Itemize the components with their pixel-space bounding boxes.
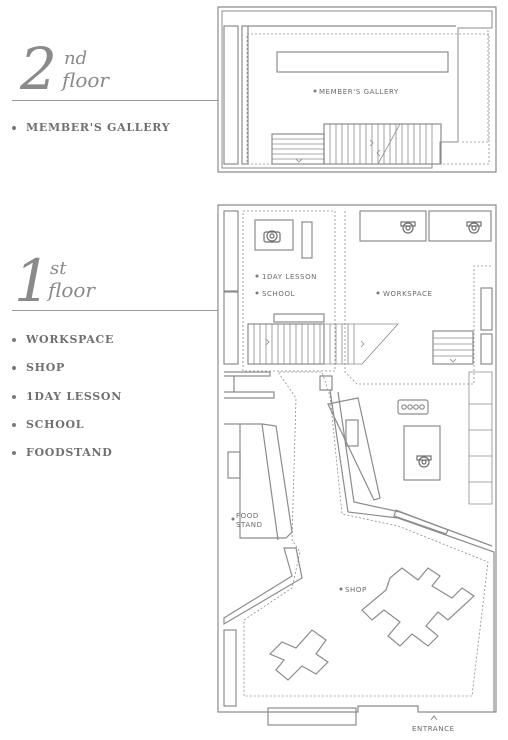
map-label-stand[interactable]: STAND	[236, 521, 263, 529]
floor-2-divider	[12, 100, 218, 101]
kiln-icon-ws-1	[400, 221, 416, 234]
workspace-kiln-2	[428, 210, 492, 242]
lesson-kiln	[254, 219, 294, 251]
legend-item-1day-lesson[interactable]: 1DAY LESSON	[12, 390, 122, 418]
legend-item-workspace[interactable]: WORKSPACE	[12, 333, 122, 361]
floor-1-suffix: st	[50, 258, 67, 279]
second-floor-plan	[217, 6, 497, 173]
shop-table-2	[268, 629, 329, 681]
shop-table-1	[361, 567, 475, 647]
map-label-workspace[interactable]: WORKSPACE	[383, 290, 432, 298]
kiln-icon-workspace-table	[416, 455, 432, 468]
map-label-food[interactable]: FOOD	[236, 512, 259, 520]
legend-item-school[interactable]: SCHOOL	[12, 418, 122, 446]
kiln-icon-ws-2	[466, 221, 482, 234]
label-dots	[231, 89, 380, 591]
workspace-kiln-1	[359, 210, 427, 242]
floor-2-word: floor	[62, 68, 109, 92]
entrance-mat	[267, 707, 357, 726]
workspace-counter	[327, 397, 381, 501]
floor-2-number: 2	[20, 35, 57, 103]
kiln-icon-lesson	[263, 230, 281, 243]
map-label-1day-lesson[interactable]: 1DAY LESSON	[262, 273, 317, 281]
floor-1-divider	[12, 310, 218, 311]
map-label-shop[interactable]: SHOP	[345, 586, 367, 594]
first-floor-plan	[217, 204, 497, 726]
workspace-table	[403, 425, 441, 481]
legend-item-foodstand[interactable]: FOODSTAND	[12, 446, 122, 474]
map-label-members-gallery[interactable]: MEMBER'S GALLERY	[319, 88, 399, 96]
legend-item-members-gallery[interactable]: MEMBER'S GALLERY	[12, 121, 170, 149]
floor-2-legend: MEMBER'S GALLERY	[12, 121, 170, 149]
gallery-table	[276, 51, 449, 73]
floor-1-legend: WORKSPACE SHOP 1DAY LESSON SCHOOL FOODST…	[12, 333, 122, 474]
kiln-icons	[263, 221, 482, 468]
map-label-entrance: ENTRANCE	[412, 725, 455, 733]
floor-1-word: floor	[48, 278, 95, 302]
legend-item-shop[interactable]: SHOP	[12, 361, 122, 389]
floor-1-number: 1	[14, 247, 51, 315]
map-label-school[interactable]: SCHOOL	[262, 290, 295, 298]
floor-2-suffix: nd	[64, 48, 88, 69]
